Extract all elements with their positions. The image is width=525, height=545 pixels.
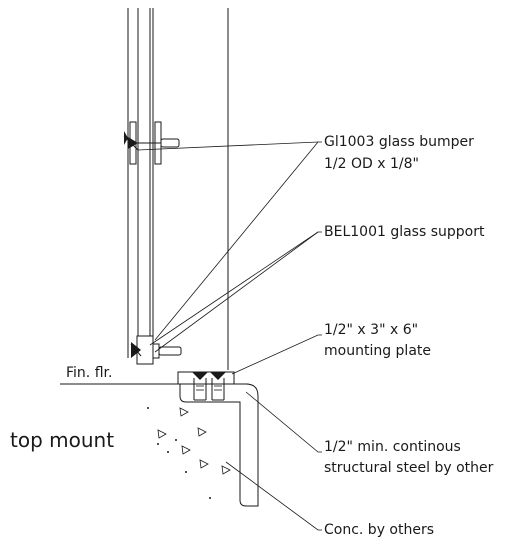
floor-label: Fin. flr. (66, 365, 113, 381)
leader-lines (137, 141, 322, 531)
steel-label-line1: 1/2" min. continous (324, 439, 461, 455)
bumper-label-line2: 1/2 OD x 1/8" (324, 156, 419, 172)
bumper-label-line1: Gl1003 glass bumper (324, 134, 474, 150)
steel-label-line2: structural steel by other (324, 460, 494, 476)
glass-bumper-fitting (123, 121, 180, 165)
concrete-label: Conc. by others (324, 522, 435, 538)
glass-support-fitting (130, 335, 182, 365)
glass-panel (127, 8, 154, 358)
structural-steel-angle (179, 383, 259, 507)
mounting-plate (177, 371, 235, 401)
support-label: BEL1001 glass support (324, 224, 485, 240)
plate-label-line1: 1/2" x 3" x 6" (324, 322, 419, 338)
mount-title: top mount (10, 428, 115, 452)
plate-label-line2: mounting plate (324, 343, 431, 359)
concrete-hatch (147, 407, 231, 499)
